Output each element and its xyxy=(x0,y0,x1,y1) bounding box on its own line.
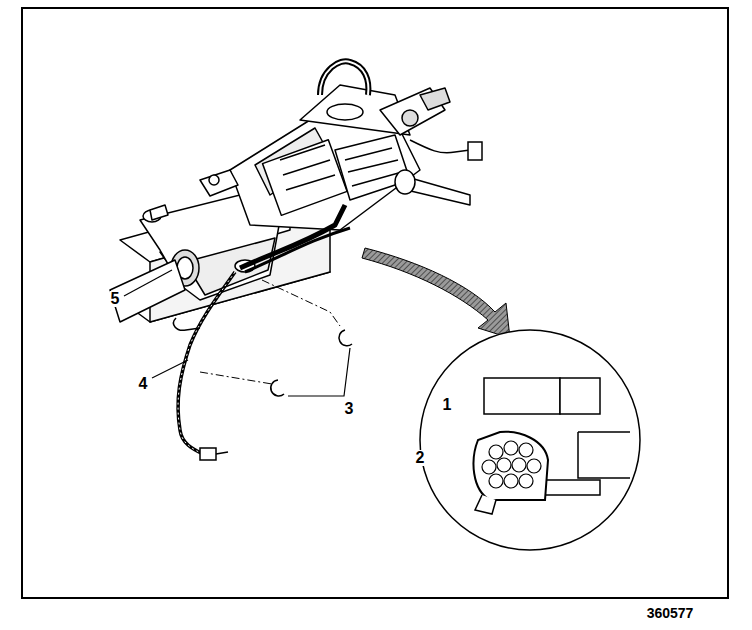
column-body xyxy=(110,61,470,322)
connector xyxy=(468,142,482,160)
wire xyxy=(216,452,228,454)
wire-harness xyxy=(245,228,350,272)
frame xyxy=(22,8,728,598)
wire-harness xyxy=(178,272,235,455)
callout-number: 1 xyxy=(442,397,453,413)
leader-line xyxy=(152,360,188,378)
wire-bundle xyxy=(474,432,548,500)
figure-number: 360577 xyxy=(646,606,695,620)
leader-line xyxy=(288,348,350,396)
detail-view xyxy=(420,330,640,550)
alignment-line xyxy=(200,372,272,384)
tie-strap xyxy=(475,495,496,514)
wire-bundle xyxy=(482,441,541,488)
clip xyxy=(339,330,352,346)
leader-line xyxy=(124,270,172,296)
callout-number: 5 xyxy=(110,291,121,307)
connector xyxy=(200,448,216,460)
callout-number: 4 xyxy=(138,376,149,392)
callout-number: 2 xyxy=(415,450,426,466)
wire-harness xyxy=(178,272,235,455)
clip xyxy=(271,380,284,396)
alignment-line xyxy=(262,280,340,326)
clip xyxy=(174,318,200,330)
detail-arrow xyxy=(362,248,510,338)
callout-number: 3 xyxy=(344,401,355,417)
wire xyxy=(410,140,470,153)
